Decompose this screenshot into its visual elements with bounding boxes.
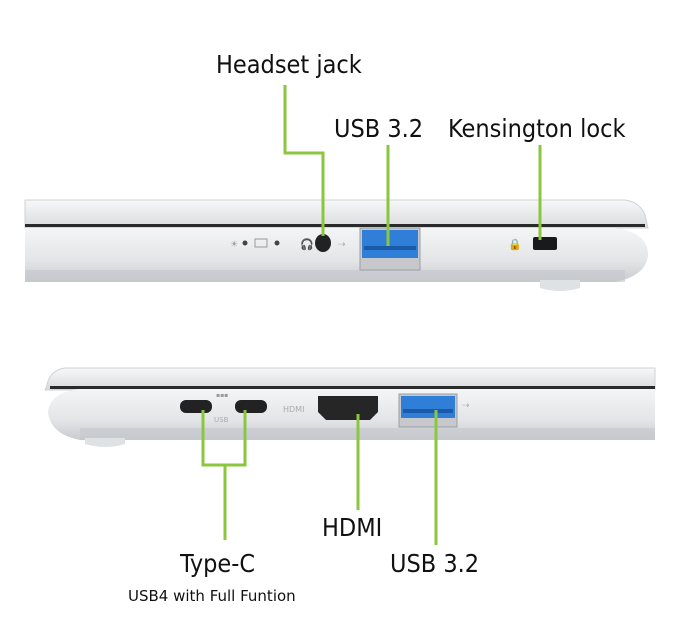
headset-jack-port (315, 234, 331, 252)
hdmi-port (318, 396, 378, 420)
usb-icon: ⇢ (462, 401, 470, 411)
leader-headset (283, 85, 325, 236)
type-c-port-1 (180, 400, 212, 413)
usb-icon: ⇢ (338, 240, 346, 250)
foot (540, 280, 580, 291)
kensington-slot (533, 237, 557, 250)
label-hdmi: HDMI (322, 513, 383, 542)
label-type-c-sub: USB4 with Full Funtion (128, 587, 296, 605)
laptop-right-side: ☀ 🎧 ⇢ 🔒 (24, 199, 649, 291)
svg-text:▪▪▪: ▪▪▪ (216, 392, 228, 399)
label-usb-top: USB 3.2 (334, 114, 424, 143)
svg-text:☀: ☀ (230, 240, 238, 250)
hdmi-print: HDMI (283, 405, 304, 414)
label-headset-jack: Headset jack (216, 50, 362, 79)
type-c-port-2 (235, 400, 267, 413)
lock-icon: 🔒 (508, 238, 522, 251)
status-leds: ☀ (230, 238, 280, 250)
svg-text:USB: USB (214, 416, 229, 424)
label-usb-bottom: USB 3.2 (390, 549, 480, 578)
leader-lines (201, 85, 542, 545)
usb-port-bottom (398, 393, 458, 428)
usb-port-top (359, 227, 421, 271)
laptop-left-side: ▪▪▪ USB HDMI ⇢ (44, 367, 656, 447)
headset-icon: 🎧 (300, 238, 314, 251)
label-kensington: Kensington lock (448, 114, 626, 143)
label-type-c: Type-C (180, 549, 256, 578)
lid-seam (25, 224, 645, 227)
